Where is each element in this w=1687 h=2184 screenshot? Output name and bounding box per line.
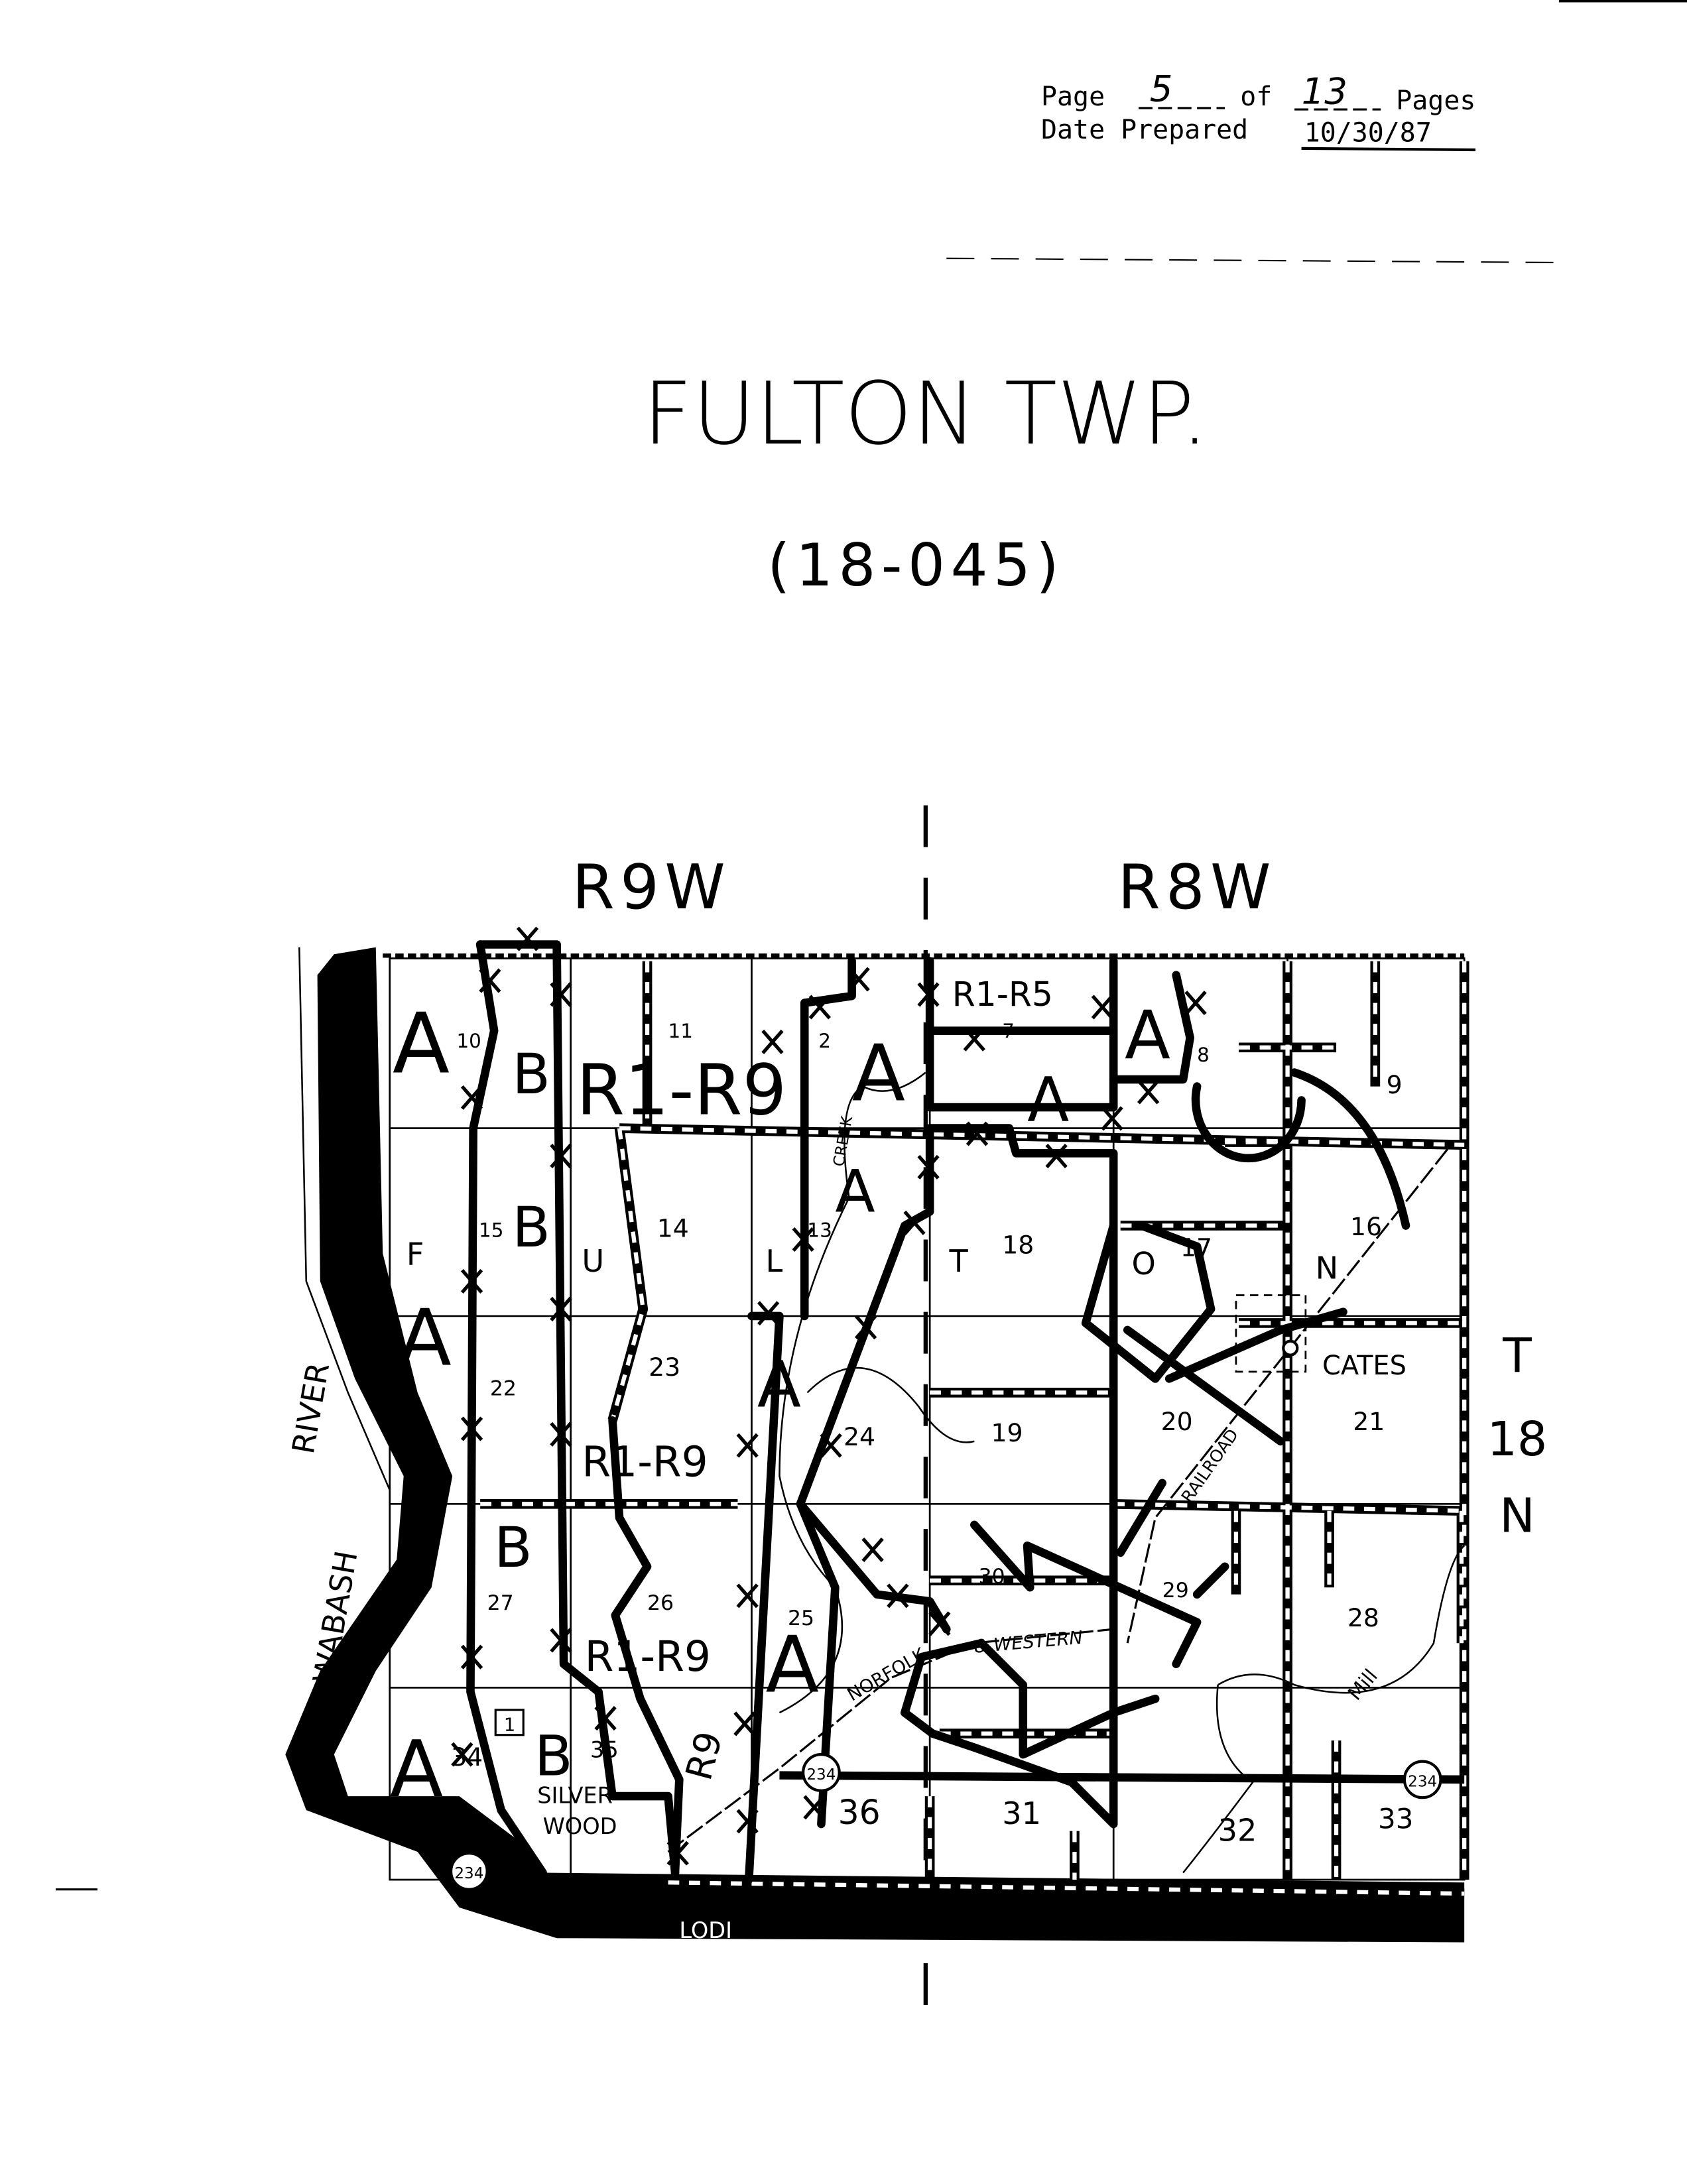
page-label: Page <box>1041 82 1105 112</box>
section-number: 29 <box>1162 1579 1189 1603</box>
town-lodi: LODI <box>679 1917 732 1943</box>
zone-a: A <box>757 1347 801 1422</box>
range-west-label: R9W <box>572 851 731 923</box>
river-bank <box>298 947 391 1490</box>
fulton-letters: F U L T O N <box>406 1236 1338 1286</box>
section-number: 14 <box>657 1213 689 1243</box>
zone-a: A <box>390 1724 443 1815</box>
section-number: 32 <box>1218 1812 1257 1848</box>
zone-boundaries <box>466 940 1410 1884</box>
zone-b: B <box>494 1515 532 1580</box>
fulton-letter: F <box>406 1236 424 1272</box>
creeks <box>779 1071 1465 1874</box>
wabash-river <box>285 947 1465 1943</box>
railroad-label-western: & WESTERN <box>973 1628 1084 1658</box>
fulton-letter: U <box>582 1243 604 1279</box>
zone-a: A <box>852 1028 905 1119</box>
route-shield-label: 234 <box>1408 1773 1437 1790</box>
section-number: 28 <box>1347 1603 1379 1632</box>
section-number: 23 <box>649 1353 680 1382</box>
section-number: 26 <box>647 1591 674 1615</box>
page-number: 5 <box>1150 68 1173 110</box>
section-number: 25 <box>788 1607 814 1630</box>
cates-outline <box>1235 1294 1307 1373</box>
zone-a: A <box>1027 1064 1069 1136</box>
roads <box>480 961 1469 1899</box>
section-number: 31 <box>1002 1795 1041 1831</box>
zone-r1-r5: R1-R5 <box>952 975 1053 1014</box>
section-number: 17 <box>1180 1233 1212 1262</box>
range-east-label: R8W <box>1117 851 1276 923</box>
section-number: 19 <box>991 1418 1023 1447</box>
page-header: Page 5 of 13 Pages Date Prepared 10/30/8… <box>1041 68 1475 152</box>
township-label-number: 18 <box>1487 1412 1548 1467</box>
section-number: 35 <box>590 1736 619 1762</box>
river-label-river: RIVER <box>285 1360 336 1457</box>
zone-b: B <box>534 1724 573 1789</box>
fulton-letter: O <box>1131 1246 1155 1282</box>
section-numbers: 10 11 2 7 8 9 15 14 13 18 17 16 22 23 24… <box>451 1020 1413 1848</box>
town-cates: CATES <box>1322 1351 1406 1381</box>
section-number: 22 <box>490 1377 517 1401</box>
zone-b: B <box>512 1195 550 1260</box>
total-pages: 13 <box>1302 70 1347 113</box>
section-number: 11 <box>668 1020 693 1042</box>
box-marker <box>494 1709 525 1736</box>
boundary-markers <box>451 926 1207 1866</box>
fulton-letter: T <box>949 1243 969 1279</box>
section-number: 36 <box>838 1793 881 1832</box>
township-title: FULTON TWP. <box>643 363 1208 464</box>
zone-a: A <box>835 1158 875 1226</box>
fulton-letter: L <box>765 1243 782 1279</box>
pages-label: Pages <box>1396 86 1475 116</box>
zone-r9: R9 <box>677 1727 731 1785</box>
section-number: 10 <box>456 1030 481 1052</box>
date-label: Date Prepared <box>1041 115 1248 145</box>
scan-dashes <box>946 257 1559 264</box>
section-number: 21 <box>1353 1407 1385 1436</box>
box-label: 1 <box>504 1715 515 1735</box>
section-number: 8 <box>1197 1044 1210 1066</box>
township-label-t: T <box>1502 1328 1532 1383</box>
section-number: 24 <box>844 1422 875 1451</box>
railroad-label: RAILROAD <box>1178 1426 1243 1506</box>
of-label: of <box>1240 82 1272 112</box>
zone-r1-r9: R1-R9 <box>582 1437 708 1486</box>
township-label: T 18 N <box>1487 1328 1548 1543</box>
section-number: 15 <box>479 1219 503 1241</box>
section-number: 13 <box>807 1219 832 1241</box>
zone-b: B <box>512 1042 550 1107</box>
zone-a: A <box>393 995 450 1093</box>
date-value: 10/30/87 <box>1304 117 1432 148</box>
zone-a: A <box>398 1292 451 1383</box>
zone-r1-r9: R1-R9 <box>585 1632 711 1681</box>
zone-a: A <box>1125 997 1170 1075</box>
township-label-n: N <box>1499 1488 1534 1543</box>
route-shield-label: 234 <box>806 1766 836 1784</box>
section-number: 18 <box>1002 1230 1034 1259</box>
zone-a: A <box>765 1620 818 1711</box>
township-code: (18-045) <box>767 531 1064 599</box>
section-number: 20 <box>1161 1407 1193 1436</box>
section-number: 33 <box>1378 1802 1413 1835</box>
railroads <box>667 1148 1449 1853</box>
route-shield-label: 234 <box>454 1865 483 1882</box>
town-silverwood: SILVER- <box>537 1783 620 1809</box>
section-number: 7 <box>1002 1020 1015 1042</box>
fulton-letter: N <box>1316 1250 1339 1286</box>
section-number: 2 <box>818 1030 831 1052</box>
town-silverwood: WOOD <box>543 1813 617 1839</box>
section-number: 27 <box>487 1591 514 1615</box>
section-number: 9 <box>1387 1070 1403 1099</box>
section-number: 30 <box>979 1565 1005 1589</box>
section-number: 16 <box>1350 1212 1382 1241</box>
route-234-shields: 234 234 234 <box>449 1753 1442 1891</box>
section-number: 34 <box>451 1742 483 1772</box>
zone-r1-r9: R1-R9 <box>576 1050 786 1131</box>
mill-creek-label: Mill <box>1343 1665 1382 1705</box>
